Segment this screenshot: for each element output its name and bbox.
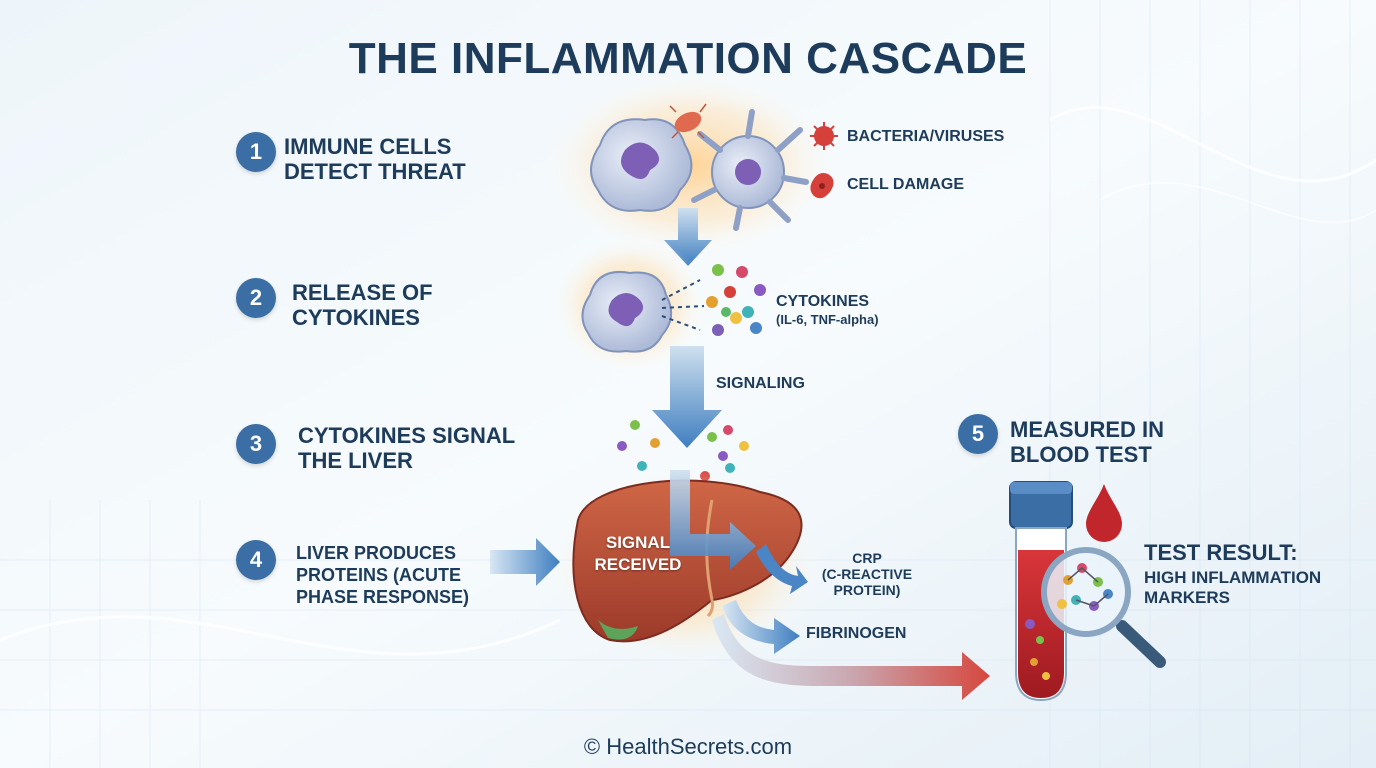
liver-line1: SIGNAL: [605, 533, 671, 552]
crp-line3: PROTEIN): [833, 582, 901, 598]
step-3-badge: 3: [236, 424, 276, 464]
step-2-badge: 2: [236, 278, 276, 318]
step-1-badge: 1: [236, 132, 276, 172]
step-4-badge: 4: [236, 540, 276, 580]
damaged-cell-icon: [810, 173, 834, 199]
bacteria-viruses-label: BACTERIA/VIRUSES: [847, 128, 1005, 145]
test-result-title: TEST RESULT:: [1144, 540, 1298, 565]
crp-line1: CRP: [852, 550, 882, 566]
step-4-label: LIVER PRODUCES PROTEINS (ACUTE PHASE RES…: [296, 542, 469, 608]
step-1-label: IMMUNE CELLS DETECT THREAT: [284, 134, 466, 184]
page-title: THE INFLAMMATION CASCADE: [348, 34, 1028, 83]
signaling-label: SIGNALING: [716, 375, 805, 392]
step-1-line1: IMMUNE CELLS: [284, 134, 452, 159]
arrow-to-blood-test: [712, 614, 990, 700]
fibrinogen-label: FIBRINOGEN: [806, 625, 907, 642]
step-5-label: MEASURED IN BLOOD TEST: [1010, 417, 1164, 467]
step-2-line1: RELEASE OF: [292, 280, 433, 305]
macrophage-icon: [590, 118, 693, 212]
step-1-line2: DETECT THREAT: [284, 159, 466, 184]
step-5-badge: 5: [958, 414, 998, 454]
cytokines-label: CYTOKINES: [776, 293, 870, 310]
cell-damage-label: CELL DAMAGE: [847, 176, 965, 193]
step-3-label: CYTOKINES SIGNAL THE LIVER: [298, 423, 515, 473]
release-arrows: [661, 279, 705, 331]
blood-drop-icon: [1086, 484, 1122, 542]
liver-signal-label: SIGNAL RECEIVED: [568, 532, 708, 576]
crp-label: CRP (C-REACTIVE PROTEIN): [812, 550, 922, 598]
arrow-signaling: [652, 346, 722, 448]
arrow-into-liver: [670, 470, 756, 570]
virus-icon: [810, 122, 838, 150]
test-result-line2: MARKERS: [1144, 588, 1230, 607]
arrow-step4: [490, 538, 560, 586]
immune-cell-icon: [581, 271, 673, 353]
magnifier-icon: [1041, 547, 1166, 668]
cytokine-cluster: [617, 420, 749, 481]
cytokine-dots: [706, 264, 766, 336]
crp-line2: (C-REACTIVE: [821, 566, 913, 582]
liver-line2: RECEIVED: [594, 555, 682, 574]
step-3-line2: THE LIVER: [298, 448, 413, 473]
step-4-line3: PHASE RESPONSE): [296, 587, 470, 607]
step-4-line2: PROTEINS (ACUTE: [296, 565, 462, 585]
arrow-to-crp: [756, 544, 808, 594]
step-5-line1: MEASURED IN: [1010, 417, 1165, 442]
footer-copyright: © HealthSecrets.com: [583, 734, 793, 759]
step-3-line1: CYTOKINES SIGNAL: [298, 423, 516, 448]
step-2-line2: CYTOKINES: [292, 305, 420, 330]
cytokines-sublabel: (IL-6, TNF-alpha): [776, 312, 879, 327]
step-4-line1: LIVER PRODUCES: [296, 543, 457, 563]
step-2-label: RELEASE OF CYTOKINES: [292, 280, 433, 330]
arrow-to-fibrinogen: [722, 600, 800, 654]
bacteria-icon: [669, 103, 707, 139]
test-result-line1: HIGH INFLAMMATION: [1144, 568, 1322, 587]
step-5-line2: BLOOD TEST: [1010, 442, 1152, 467]
